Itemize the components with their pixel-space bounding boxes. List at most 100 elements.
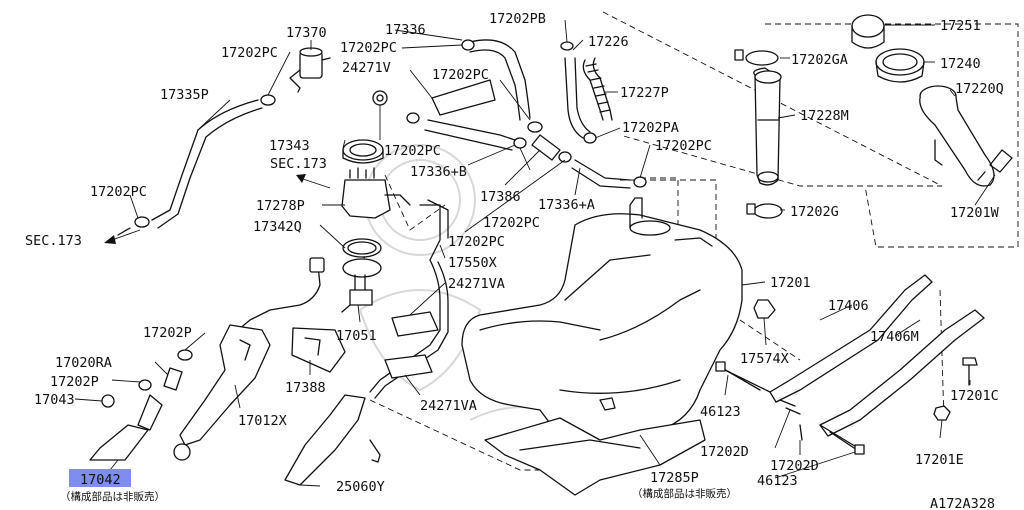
label-24271VA-b[interactable]: 24271VA bbox=[420, 398, 477, 414]
label-17202PC-e[interactable]: 17202PC bbox=[655, 138, 712, 154]
label-17388[interactable]: 17388 bbox=[285, 380, 326, 396]
label-17386[interactable]: 17386 bbox=[480, 189, 521, 205]
label-17020RA[interactable]: 17020RA bbox=[55, 355, 112, 371]
hose-17335P[interactable] bbox=[117, 94, 276, 236]
filler-seal-17240[interactable] bbox=[875, 48, 925, 83]
label-17202PC-c[interactable]: 17202PC bbox=[432, 67, 489, 83]
fuel-tank-17201[interactable] bbox=[461, 197, 743, 444]
sec173-arrow-up bbox=[296, 174, 331, 189]
clamp-17202P-lower[interactable] bbox=[138, 379, 152, 391]
label-17202P-b[interactable]: 17202P bbox=[50, 374, 99, 390]
note-not-sold-right: （構成部品は非販売） bbox=[632, 487, 737, 500]
washer-ring[interactable] bbox=[372, 90, 388, 106]
label-25060Y[interactable]: 25060Y bbox=[336, 479, 385, 495]
label-17335P[interactable]: 17335P bbox=[160, 87, 209, 103]
protector-17285P[interactable] bbox=[484, 417, 706, 496]
label-17202PC-g[interactable]: 17202PC bbox=[483, 215, 540, 231]
label-17202PA[interactable]: 17202PA bbox=[622, 120, 679, 136]
label-17343[interactable]: 17343 bbox=[269, 138, 310, 154]
label-17202G[interactable]: 17202G bbox=[790, 204, 839, 220]
filler-cap-17251[interactable] bbox=[851, 14, 885, 49]
note-not-sold-left: （構成部品は非販売） bbox=[60, 490, 165, 503]
label-17227P[interactable]: 17227P bbox=[620, 85, 669, 101]
fuel-pump-17042[interactable] bbox=[89, 394, 163, 461]
label-17202D-a[interactable]: 17202D bbox=[700, 444, 749, 460]
sender-unit-17051[interactable] bbox=[341, 274, 373, 313]
label-17251[interactable]: 17251 bbox=[940, 18, 981, 34]
shield-25060Y[interactable] bbox=[284, 394, 381, 486]
connector-17386[interactable] bbox=[531, 134, 561, 161]
label-46123-a[interactable]: 46123 bbox=[700, 404, 741, 420]
label-17370[interactable]: 17370 bbox=[286, 25, 327, 41]
label-17042[interactable]: 17042 bbox=[80, 472, 121, 488]
label-17336A[interactable]: 17336+A bbox=[538, 197, 595, 213]
filler-neck-17220Q[interactable] bbox=[919, 85, 995, 187]
filler-hose-17228M[interactable] bbox=[753, 67, 782, 186]
label-17574X[interactable]: 17574X bbox=[740, 351, 789, 367]
label-17201W[interactable]: 17201W bbox=[950, 205, 1000, 221]
label-17043[interactable]: 17043 bbox=[34, 392, 75, 408]
label-17202GA[interactable]: 17202GA bbox=[791, 52, 848, 68]
label-46123-b[interactable]: 46123 bbox=[757, 473, 798, 489]
bolt-46123-upper[interactable] bbox=[715, 361, 761, 391]
label-17202PC-d[interactable]: 17202PC bbox=[384, 143, 441, 159]
bolt-46123-lower[interactable] bbox=[819, 424, 865, 455]
hose-17336A[interactable] bbox=[558, 151, 647, 189]
seal-ring-17342Q[interactable] bbox=[342, 238, 382, 278]
hose-clamp-17202G[interactable] bbox=[746, 203, 783, 219]
bracket-17388[interactable] bbox=[291, 327, 346, 373]
lock-ring-17343[interactable] bbox=[342, 139, 384, 164]
hose-clamp-17202GA[interactable] bbox=[734, 49, 779, 66]
label-17201C[interactable]: 17201C bbox=[950, 388, 999, 404]
clip-17574X[interactable] bbox=[753, 299, 776, 319]
nut-17201E[interactable] bbox=[933, 405, 951, 421]
spacer-17202D-upper[interactable] bbox=[779, 399, 801, 415]
label-sec173-a[interactable]: SEC.173 bbox=[270, 156, 327, 172]
label-17336-top[interactable]: 17336 bbox=[385, 22, 426, 38]
fuel-pump-module-17278P[interactable] bbox=[341, 167, 411, 219]
label-17202PC-f[interactable]: 17202PC bbox=[90, 184, 147, 200]
label-17201[interactable]: 17201 bbox=[770, 275, 811, 291]
label-17228M[interactable]: 17228M bbox=[800, 108, 849, 124]
label-17202PC-b[interactable]: 17202PC bbox=[340, 40, 397, 56]
shield-24271VA-lower[interactable] bbox=[384, 354, 433, 379]
bracket-17012X[interactable] bbox=[173, 324, 271, 461]
label-17285P[interactable]: 17285P bbox=[650, 470, 699, 486]
label-17202P-a[interactable]: 17202P bbox=[143, 325, 192, 341]
label-17550X[interactable]: 17550X bbox=[448, 255, 497, 271]
label-17202PC-a[interactable]: 17202PC bbox=[221, 45, 278, 61]
label-17202D-b[interactable]: 17202D bbox=[770, 458, 819, 474]
label-17220Q[interactable]: 17220Q bbox=[955, 81, 1004, 97]
spacer-17202D-lower[interactable] bbox=[799, 424, 803, 441]
label-17342Q[interactable]: 17342Q bbox=[253, 219, 302, 235]
label-17202PB[interactable]: 17202PB bbox=[489, 11, 546, 27]
diagram-id: A172A328 bbox=[930, 496, 995, 510]
label-17336B[interactable]: 17336+B bbox=[410, 164, 467, 180]
bolt-17201C[interactable] bbox=[962, 357, 978, 386]
label-17240[interactable]: 17240 bbox=[940, 56, 981, 72]
corrugated-hose-17227P[interactable] bbox=[582, 57, 613, 121]
label-24271VA-a[interactable]: 24271VA bbox=[448, 276, 505, 292]
label-24271V[interactable]: 24271V bbox=[342, 60, 391, 76]
label-17406[interactable]: 17406 bbox=[828, 298, 869, 314]
label-17278P[interactable]: 17278P bbox=[256, 198, 305, 214]
label-17051[interactable]: 17051 bbox=[336, 328, 377, 344]
hose-17226[interactable] bbox=[560, 41, 591, 139]
clamp-17202P-upper[interactable] bbox=[177, 349, 193, 361]
canister-17370[interactable] bbox=[289, 47, 331, 93]
label-17406M[interactable]: 17406M bbox=[870, 329, 919, 345]
label-17202PC-h[interactable]: 17202PC bbox=[448, 234, 505, 250]
shield-24271VA-upper[interactable] bbox=[391, 311, 439, 337]
label-17012X[interactable]: 17012X bbox=[238, 413, 287, 429]
bolt-17201W[interactable] bbox=[977, 149, 1013, 181]
filter-17043[interactable] bbox=[101, 394, 115, 408]
label-17226[interactable]: 17226 bbox=[588, 34, 629, 50]
label-17042-highlight bbox=[69, 469, 131, 487]
label-sec173-b[interactable]: SEC.173 bbox=[25, 233, 82, 249]
hose-17020RA[interactable] bbox=[163, 367, 183, 391]
shield-24271V[interactable] bbox=[431, 79, 496, 116]
hose-17550X[interactable] bbox=[369, 199, 449, 399]
clamp-17202PA[interactable] bbox=[583, 132, 597, 144]
label-17201E[interactable]: 17201E bbox=[915, 452, 964, 468]
